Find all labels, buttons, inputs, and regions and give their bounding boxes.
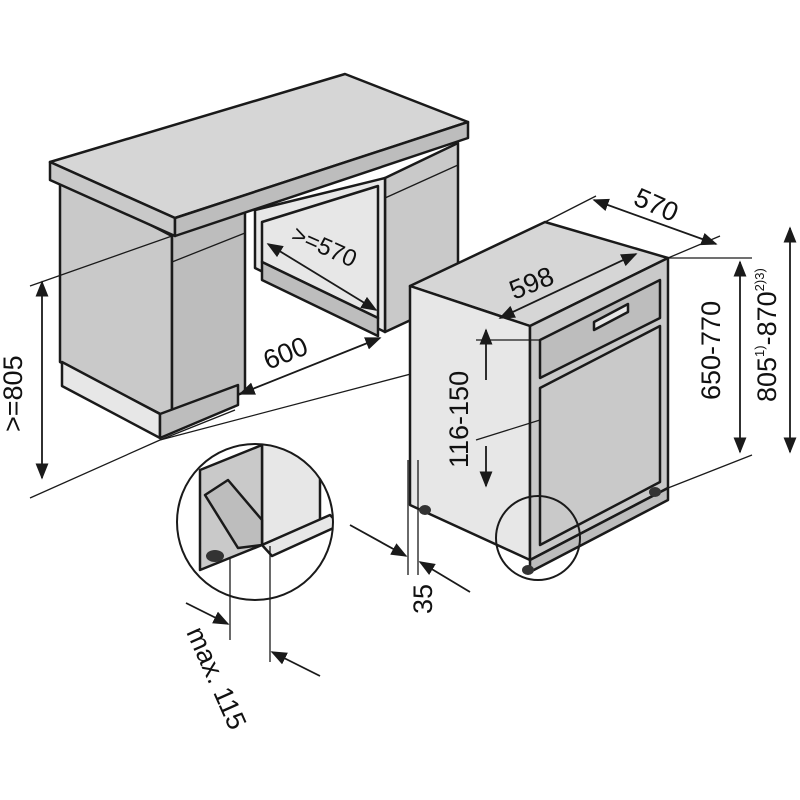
total-height-sep: -870 xyxy=(752,291,782,345)
total-height-main: 805 xyxy=(752,357,782,402)
recess-arrow-left xyxy=(349,524,408,557)
plinth-detail xyxy=(176,443,334,677)
label-panel-height: 116-150 xyxy=(444,371,474,468)
niche-width-line xyxy=(238,337,382,395)
dishwasher-door xyxy=(538,324,662,547)
panel-ext-bottom xyxy=(475,419,541,441)
niche-width-ext xyxy=(159,409,236,441)
dishwasher-dimension-lines xyxy=(349,195,797,593)
depth-ext-front xyxy=(667,235,721,259)
depth-line xyxy=(592,198,718,246)
foot-rear-left xyxy=(419,505,431,515)
recess-arrow-right xyxy=(418,561,471,593)
depth-ext-back xyxy=(544,195,597,223)
total-height-sup1: 1) xyxy=(752,345,767,357)
drawer-line-right xyxy=(384,164,459,199)
worktop-height-ext-top xyxy=(29,235,173,287)
cabinet-left-plinth-side xyxy=(158,383,240,440)
width-line xyxy=(498,253,638,319)
label-worktop-height: >=805 xyxy=(0,355,28,432)
niche-depth-line xyxy=(266,243,378,311)
label-plinth-max: max. 115 xyxy=(181,622,253,734)
detail-circle xyxy=(176,443,334,601)
detail-foot xyxy=(206,550,224,562)
dishwasher xyxy=(408,220,670,581)
foot-front-right xyxy=(649,487,661,497)
label-appliance-depth: 570 xyxy=(630,182,683,228)
max-arrow-right xyxy=(270,651,321,677)
total-height-sup2: 2)3) xyxy=(752,268,767,291)
label-plinth-recess: 35 xyxy=(408,584,438,614)
body-ext-bottom xyxy=(667,454,753,489)
max-arrow-left xyxy=(185,602,230,625)
worktop-side-edge xyxy=(173,120,470,238)
drawer-line-left xyxy=(171,232,246,263)
foot-front-left xyxy=(522,565,534,575)
label-body-height: 650-770 xyxy=(696,301,726,400)
detail-base xyxy=(260,513,333,558)
label-total-height: 8051)-8702)3) xyxy=(752,268,782,402)
floor-ext-line xyxy=(29,439,161,499)
kitchen-cabinet xyxy=(48,72,470,440)
detail-marker-circle xyxy=(495,495,581,581)
